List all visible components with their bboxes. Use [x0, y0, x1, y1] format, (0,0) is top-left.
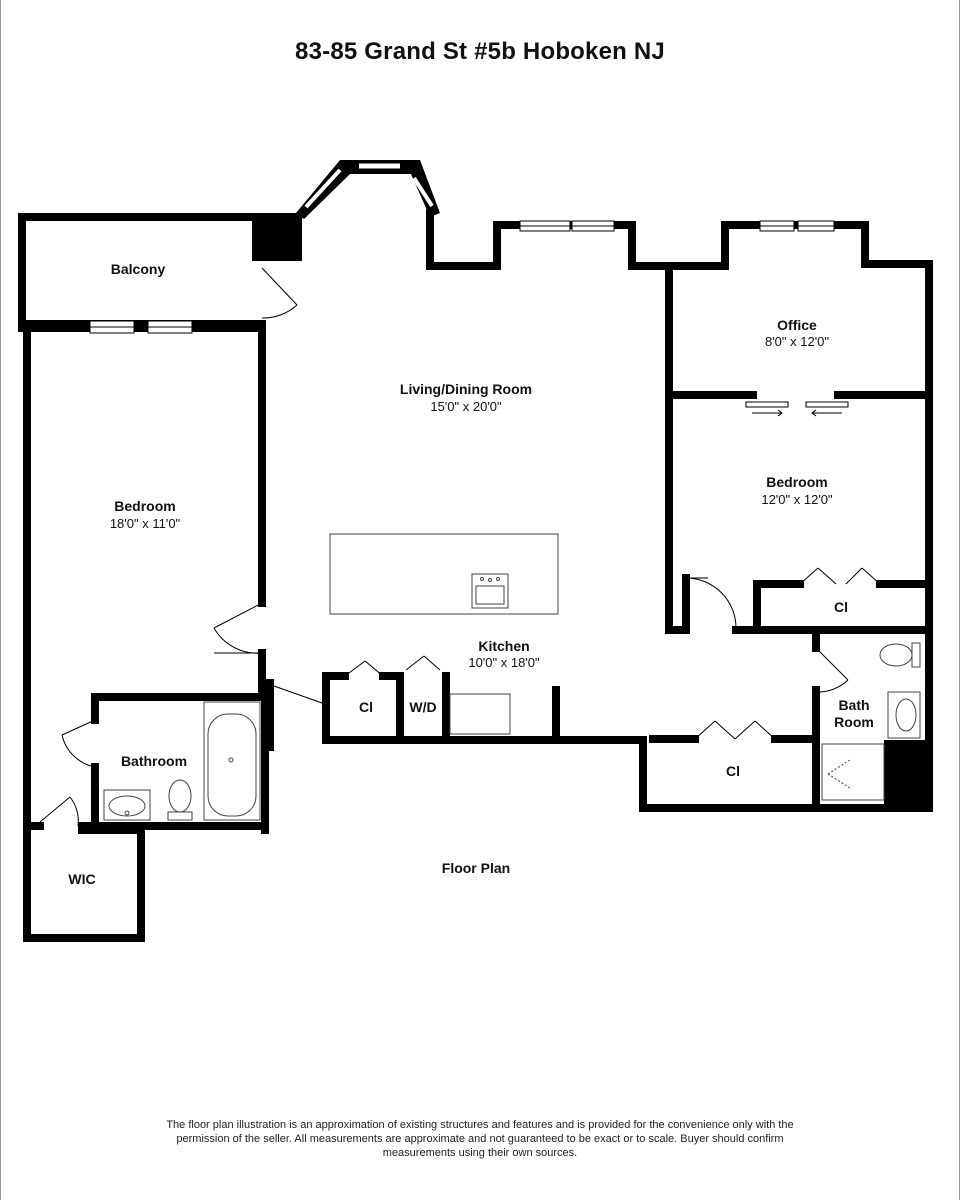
room-label-bath-line2: Room	[834, 714, 874, 730]
wall-fills	[252, 213, 932, 810]
living-north-wall	[426, 209, 933, 812]
toilet-right	[879, 643, 913, 667]
room-label-closet-bedroom: Cl	[834, 599, 848, 615]
bathroom-north-wall	[91, 693, 269, 834]
bedroom-right-closet-wall	[753, 580, 804, 634]
room-label-bathroom: Bathroom	[121, 753, 187, 769]
frame-left-edge	[0, 0, 1, 1200]
kitchen-closet-wall	[322, 672, 349, 744]
shower	[821, 743, 885, 801]
disclaimer-line-3: measurements using their own sources.	[382, 1147, 578, 1159]
room-dims-bedroom-left: 18'0" x 11'0"	[110, 516, 181, 531]
doors	[39, 267, 881, 827]
walls	[18, 209, 933, 942]
plan-label: Floor Plan	[442, 860, 510, 876]
room-label-bedroom-right: Bedroom	[766, 474, 827, 490]
office-sliding-door	[745, 401, 849, 417]
windows	[89, 220, 835, 334]
room-dims-office: 8'0" x 12'0"	[765, 334, 829, 349]
room-label-kitchen: Kitchen	[478, 638, 529, 654]
toilet	[168, 779, 192, 813]
fixtures	[103, 533, 921, 821]
room-label-bath-line1: Bath	[838, 697, 869, 713]
room-label-wic: WIC	[68, 871, 95, 887]
disclaimer: The floor plan illustration is an approx…	[130, 1118, 830, 1160]
wic-wall	[23, 818, 145, 942]
room-label-closet-kitchen: Cl	[359, 699, 373, 715]
room-label-living: Living/Dining Room	[400, 381, 532, 397]
room-dims-living: 15'0" x 20'0"	[430, 399, 502, 414]
room-dims-kitchen: 10'0" x 18'0"	[468, 655, 540, 670]
room-labels: Balcony Bedroom 18'0" x 11'0" Living/Din…	[68, 261, 873, 887]
disclaimer-line-1: The floor plan illustration is an approx…	[166, 1119, 794, 1131]
bay-window	[296, 160, 440, 219]
disclaimer-line-2: permission of the seller. All measuremen…	[176, 1133, 784, 1145]
room-label-washer-dryer: W/D	[409, 699, 436, 715]
south-wall-right	[322, 736, 933, 812]
room-label-closet-hall: Cl	[726, 763, 740, 779]
room-dims-bedroom-right: 12'0" x 12'0"	[761, 492, 833, 507]
room-label-balcony: Balcony	[111, 261, 166, 277]
kitchen-island	[329, 533, 559, 615]
plan-title: 83-85 Grand St #5b Hoboken NJ	[295, 38, 665, 65]
room-label-office: Office	[777, 317, 817, 333]
room-label-bedroom-left: Bedroom	[114, 498, 175, 514]
